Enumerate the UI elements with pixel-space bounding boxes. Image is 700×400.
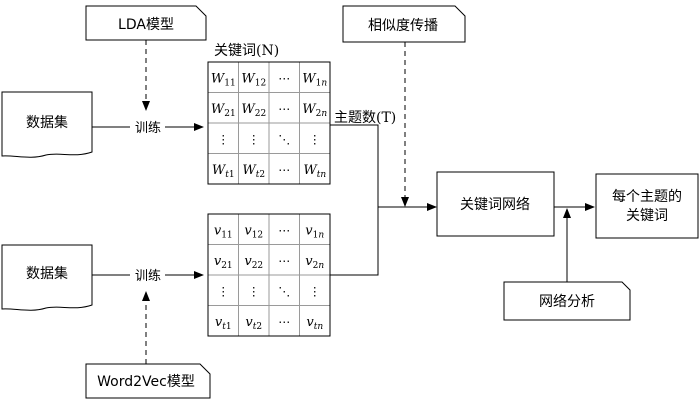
matrix-v-entry: vt1: [215, 315, 232, 332]
matrix-w-entry: W22: [241, 102, 266, 119]
dataset-bottom-node: 数据集: [1, 244, 93, 311]
matrix-w-cell: [238, 153, 270, 185]
matrix-w-entry: ⋯: [278, 102, 290, 116]
matrix-v-entry: v12: [244, 223, 263, 240]
matrix-v-cell: [268, 244, 300, 276]
matrix-v-entry: ⋮: [309, 284, 321, 298]
train-bottom-label: 训练: [135, 269, 161, 284]
matrix-v: v11 v12 ⋯ v1n v21 v22 ⋯ v2n ⋮ ⋮ ⋱ ⋮ vt1 vt2 ⋯ vtn: [207, 213, 331, 337]
matrix-w-entry: Wt2: [242, 163, 265, 180]
matrix-v-cell: [299, 305, 331, 337]
lda-model-label: LDA模型: [118, 17, 174, 33]
keyword-network-label: 关键词网络: [460, 197, 530, 213]
keyword-network-node: 关键词网络: [436, 171, 555, 237]
matrix-w-entry: W11: [211, 71, 236, 88]
dataset-top-node: 数据集: [1, 91, 93, 158]
matrix-w-entry: ⋱: [278, 132, 290, 146]
matrix-w-cell: [238, 92, 270, 124]
result-label-line-2: 关键词: [626, 208, 668, 224]
word2vec-node: Word2Vec模型: [85, 363, 211, 399]
network-analysis-node: 网络分析: [503, 281, 631, 321]
matrix-v-entry: ⋮: [217, 284, 229, 298]
matrix-v-entry: v22: [244, 254, 263, 271]
matrix-v-cell: [268, 305, 300, 337]
network-analysis-label: 网络分析: [539, 294, 595, 310]
similarity-node: 相似度传播: [342, 5, 466, 43]
matrix-w-cell: [299, 153, 331, 185]
matrix-v-entry: ⋯: [278, 223, 290, 237]
dataset-bottom-label: 数据集: [26, 265, 68, 282]
matrix-v-entry: vt2: [245, 315, 262, 332]
matrix-w-cell: [268, 61, 300, 93]
matrix-w-cell: [207, 153, 239, 185]
word2vec-label: Word2Vec模型: [97, 374, 195, 390]
similarity-label: 相似度传播: [368, 18, 438, 34]
matrix-w-cell: [268, 122, 300, 154]
matrix-w-entry: W21: [211, 102, 236, 119]
matrix-v-cell: [238, 213, 270, 245]
matrix-v-cell: [207, 274, 239, 306]
matrix-w-entry: ⋯: [278, 163, 290, 177]
matrix-v-entry: v21: [214, 254, 233, 271]
matrix-w-entry: W1n: [302, 71, 327, 88]
matrix-w-border: [207, 61, 331, 185]
matrix-v-entry: vtn: [306, 315, 323, 332]
matrix-w-entry: W2n: [302, 102, 327, 119]
matrix-v-entry: ⋱: [278, 284, 290, 298]
matrix-w-entry: Wtn: [303, 163, 326, 180]
matrix-v-cell: [268, 274, 300, 306]
matrix-v-entry: ⋮: [248, 284, 260, 298]
matrix-v-connector: [330, 207, 379, 276]
keywords-axis-label: 关键词(N): [214, 43, 279, 59]
matrix-v-entry: v11: [214, 223, 233, 240]
matrix-v-entry: v1n: [305, 223, 324, 240]
matrix-w-entry: ⋮: [248, 132, 260, 146]
matrix-w-cell: [238, 61, 270, 93]
matrix-v-entry: ⋯: [278, 254, 290, 268]
topics-axis-label: 主题数(T): [334, 110, 396, 126]
matrix-w-entry: ⋯: [278, 71, 290, 85]
matrix-w-cell: [207, 92, 239, 124]
train-top-label: 训练: [135, 121, 161, 136]
matrix-w-entry: W12: [241, 71, 266, 88]
matrix-w-entry: Wt1: [212, 163, 235, 180]
lda-model-node: LDA模型: [85, 5, 207, 41]
matrix-v-cell: [299, 274, 331, 306]
matrix-w-connector: [330, 124, 379, 207]
result-label-line-1: 每个主题的: [612, 189, 682, 205]
matrix-w-entry: ⋮: [217, 132, 229, 146]
matrix-v-entry: v2n: [305, 254, 324, 271]
result-node: 每个主题的 关键词: [595, 173, 699, 239]
matrix-w-entry: ⋮: [309, 132, 321, 146]
matrix-v-entry: ⋯: [278, 315, 290, 329]
dataset-top-label: 数据集: [26, 114, 68, 131]
